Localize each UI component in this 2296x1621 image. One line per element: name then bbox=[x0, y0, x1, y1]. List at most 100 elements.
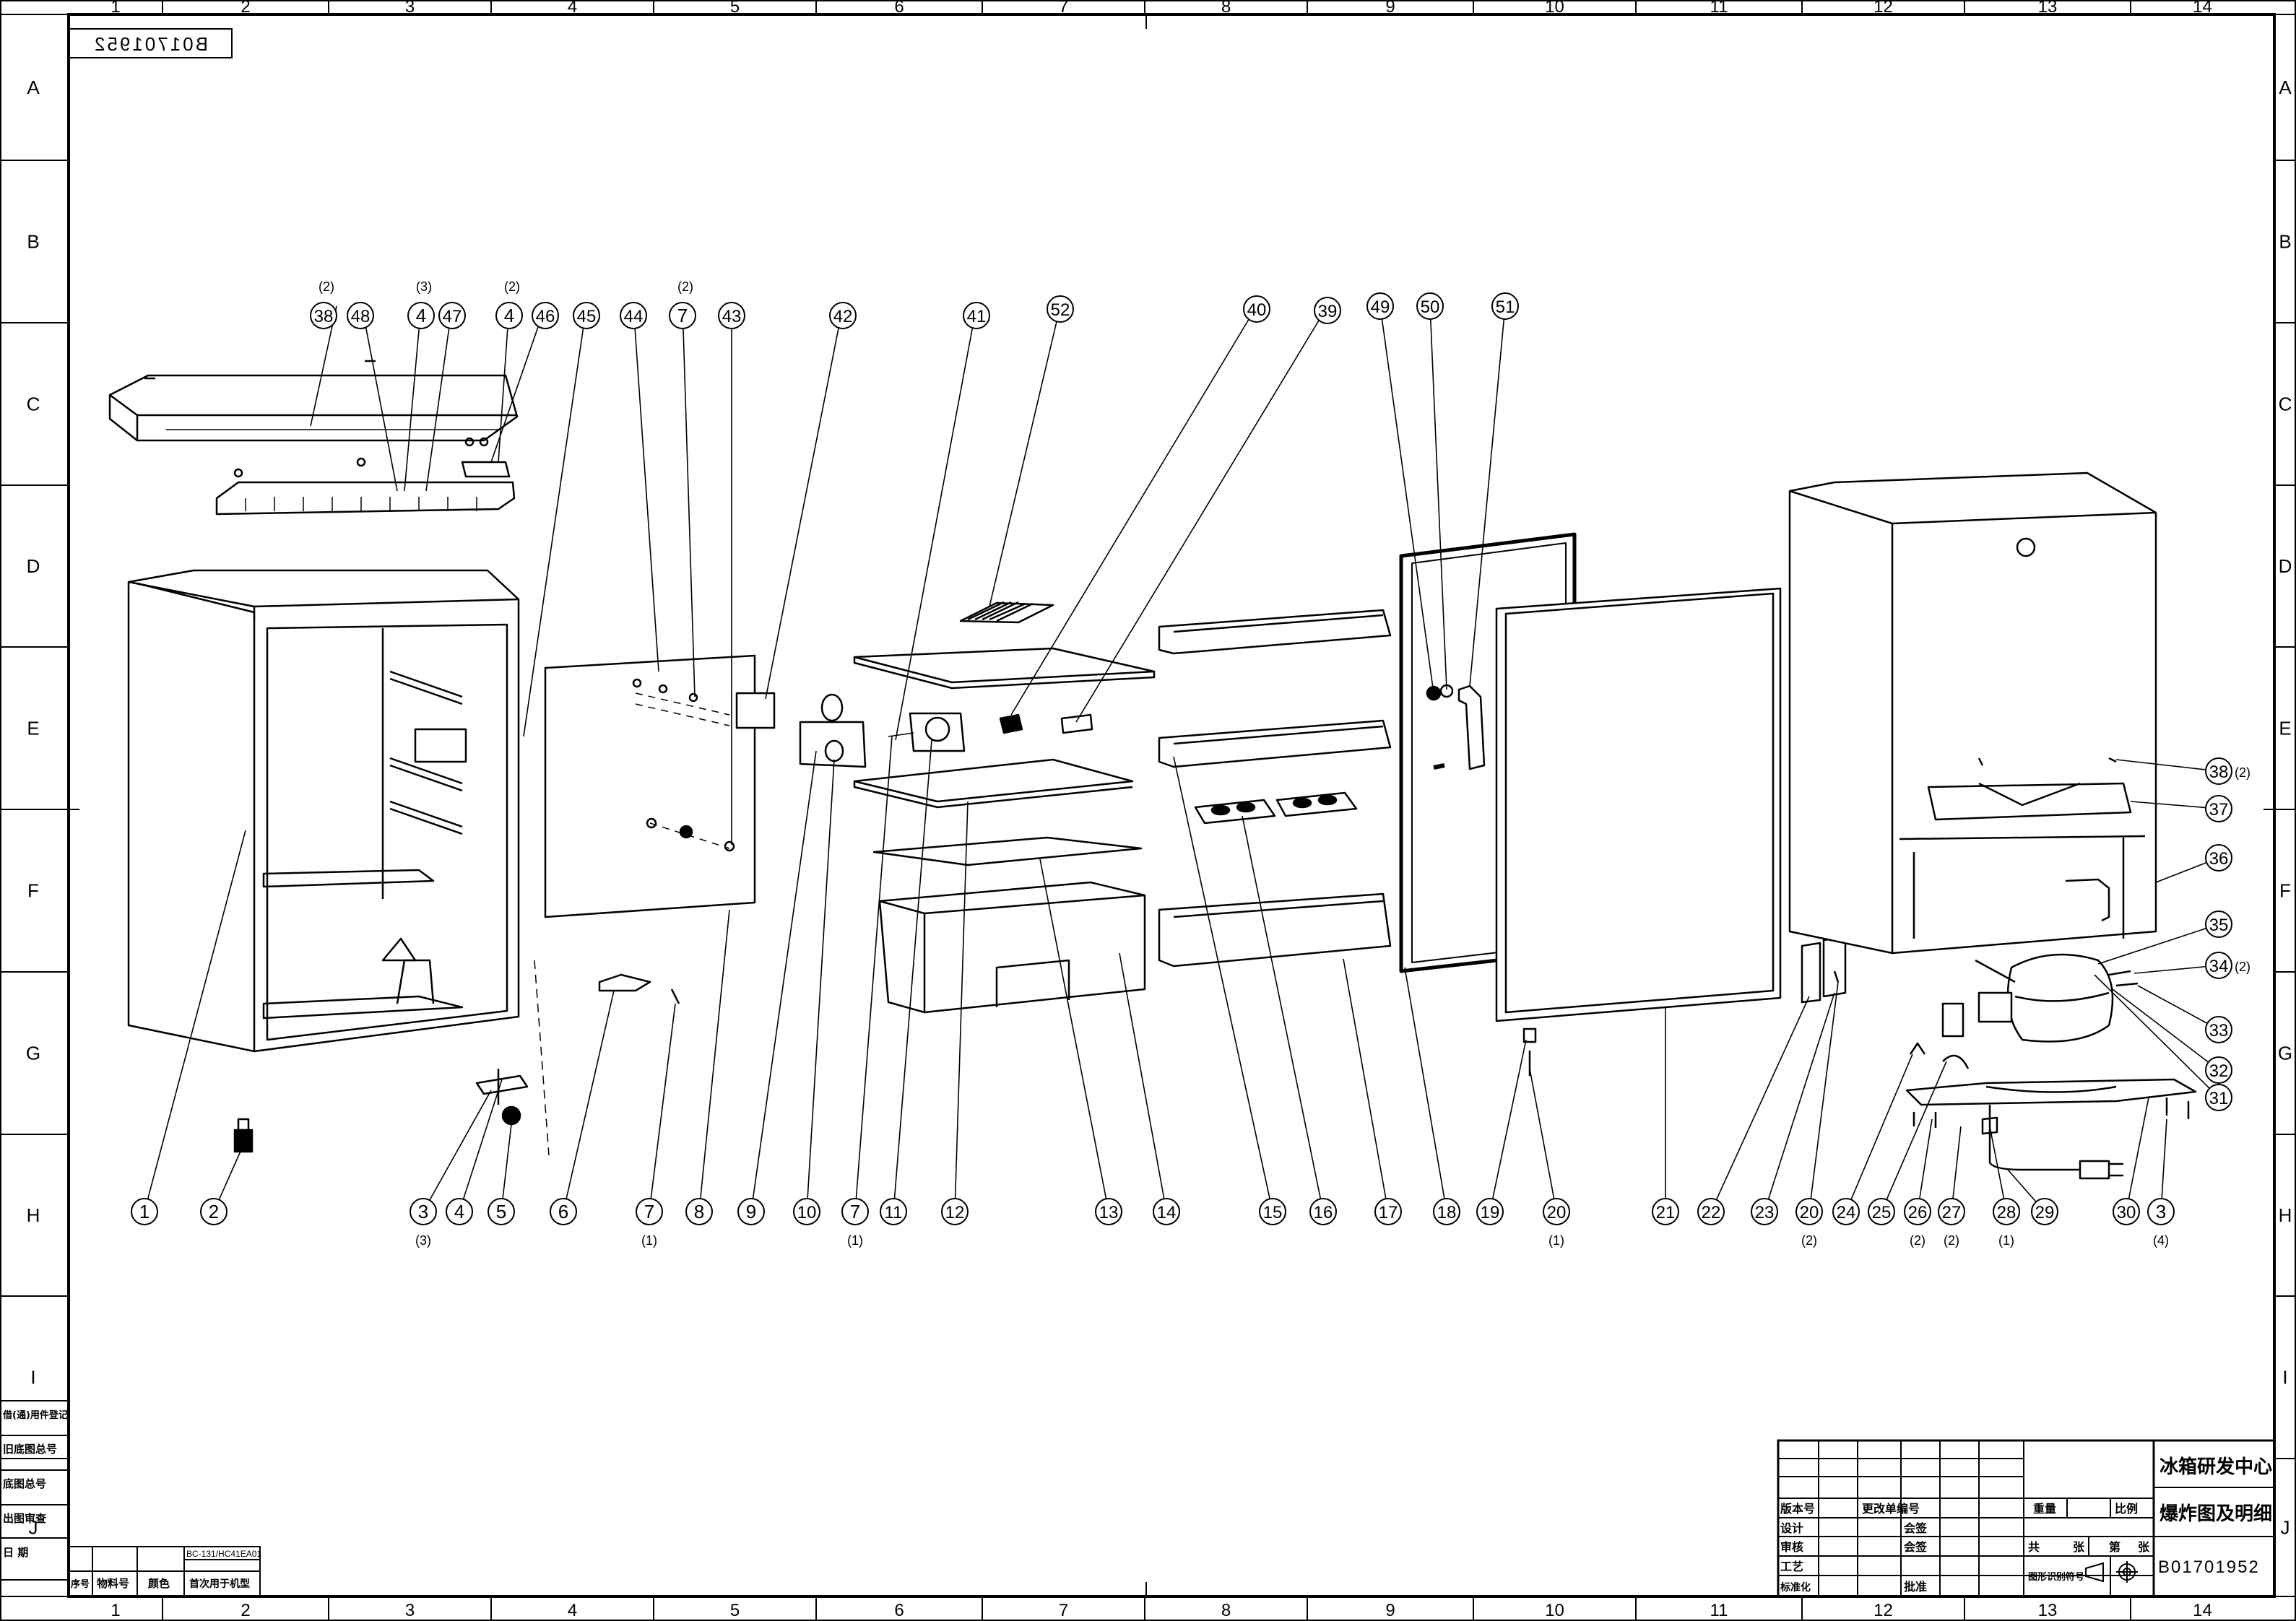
callout-number: 49 bbox=[1371, 297, 1390, 317]
title-block bbox=[1777, 1439, 2276, 1598]
callout-balloon: 20(1) bbox=[1543, 1198, 1570, 1248]
outer-cabinet bbox=[1788, 471, 2157, 955]
callout-balloon: 21 bbox=[1652, 1198, 1679, 1225]
callout-balloon: 13 bbox=[1095, 1198, 1122, 1225]
mirrored-stamp: B01701952 bbox=[68, 28, 233, 58]
upper-hinge-bracket bbox=[1801, 936, 1847, 1004]
callout-number: 38 bbox=[314, 307, 334, 326]
callout-number: 8 bbox=[694, 1201, 704, 1222]
callout-balloon: 3(4) bbox=[2147, 1198, 2175, 1248]
leveling-foot bbox=[233, 1118, 254, 1153]
callout-balloon: 14 bbox=[1153, 1198, 1180, 1225]
callout-number: 43 bbox=[722, 307, 742, 326]
column-label-top: 3 bbox=[405, 0, 415, 17]
crisper-cover bbox=[872, 836, 1143, 866]
glass-shelf-middle bbox=[853, 758, 1134, 809]
column-label-top: 6 bbox=[894, 0, 904, 17]
column-label-bottom: 11 bbox=[1710, 1601, 1728, 1620]
worktop-cover bbox=[108, 374, 519, 442]
title-drawing-name: 爆炸图及明细 bbox=[2159, 1503, 2272, 1525]
column-label-bottom: 5 bbox=[730, 1601, 740, 1620]
register-col-material: 物料号 bbox=[97, 1577, 129, 1590]
callout-balloon: 38(2) bbox=[2205, 757, 2250, 785]
callout-number: 26 bbox=[1908, 1203, 1928, 1222]
callout-number: 40 bbox=[1247, 300, 1267, 320]
column-label-top: 2 bbox=[241, 0, 250, 17]
callout-number: 45 bbox=[577, 307, 597, 326]
column-label-top: 5 bbox=[730, 0, 740, 17]
callout-quantity: (3) bbox=[415, 1233, 431, 1248]
column-label-top: 9 bbox=[1385, 0, 1395, 17]
column-label-top: 8 bbox=[1221, 0, 1231, 17]
callout-balloon: 20(2) bbox=[1795, 1198, 1823, 1248]
callout-balloon: 51 bbox=[1491, 292, 1519, 320]
column-label-top: 11 bbox=[1710, 0, 1728, 17]
callout-number: 29 bbox=[2035, 1203, 2055, 1222]
callout-balloon: 26 (2) bbox=[1904, 1198, 1931, 1248]
callout-number: 21 bbox=[1656, 1203, 1676, 1222]
callout-number: 50 bbox=[1421, 297, 1440, 317]
callout-balloon: 49 bbox=[1366, 292, 1394, 320]
callout-quantity: (2) bbox=[1910, 1233, 1925, 1248]
register-col-seq: 序号 bbox=[71, 1578, 90, 1590]
callout-quantity: (3) bbox=[416, 279, 432, 294]
row-label-right: B bbox=[2279, 231, 2291, 253]
door-balcony-upper bbox=[1158, 609, 1392, 655]
callout-quantity: (1) bbox=[847, 1233, 863, 1248]
callout-balloon: 2 bbox=[200, 1198, 228, 1225]
callout-balloon: 38(2) bbox=[310, 279, 337, 329]
column-label-bottom: 10 bbox=[1545, 1601, 1564, 1620]
row-label-right: J bbox=[2281, 1517, 2290, 1539]
callout-balloon: 32 bbox=[2205, 1056, 2232, 1084]
callout-number: 18 bbox=[1437, 1203, 1457, 1222]
callout-quantity: (2) bbox=[504, 279, 520, 294]
callout-balloon: 9 bbox=[737, 1198, 765, 1225]
row-label-left: C bbox=[27, 394, 40, 415]
callout-number: 3 bbox=[418, 1201, 428, 1222]
callout-balloon: 52 bbox=[1047, 295, 1074, 323]
callout-number: 1 bbox=[139, 1201, 150, 1222]
row-label-left: A bbox=[27, 77, 40, 98]
callout-quantity: (2) bbox=[2235, 765, 2250, 780]
door-balcony-lower bbox=[1158, 892, 1392, 968]
column-label-bottom: 8 bbox=[1221, 1601, 1231, 1620]
callout-balloon: 4(2) bbox=[495, 279, 523, 329]
mirrored-stamp-text: B01701952 bbox=[92, 33, 208, 55]
glass-shelf-upper bbox=[853, 647, 1156, 690]
thermostat-housing bbox=[799, 693, 867, 768]
egg-trays bbox=[1194, 791, 1358, 825]
callout-balloon: 39 bbox=[1314, 297, 1341, 324]
column-label-bottom: 13 bbox=[2038, 1601, 2058, 1620]
callout-balloon: 10 bbox=[793, 1198, 820, 1225]
vent-cover bbox=[959, 601, 1054, 624]
column-label-top: 13 bbox=[2038, 0, 2058, 17]
row-label-right: H bbox=[2279, 1204, 2292, 1226]
callout-number: 20 bbox=[1800, 1203, 1819, 1222]
power-cord bbox=[1981, 1105, 2123, 1180]
callout-balloon: 7(1) bbox=[841, 1198, 869, 1248]
lower-hinge-set bbox=[475, 1069, 529, 1126]
column-label-top: 10 bbox=[1545, 0, 1564, 17]
column-label-top: 12 bbox=[1873, 0, 1893, 17]
callout-balloon: 23 bbox=[1751, 1198, 1778, 1225]
callout-balloon: 30 bbox=[2113, 1198, 2140, 1225]
callout-balloon: 12 bbox=[941, 1198, 969, 1225]
label-change-no: 更改单编号 bbox=[1862, 1502, 1920, 1516]
label-check: 审核 bbox=[1780, 1540, 1803, 1554]
callout-number: 28 bbox=[1997, 1203, 2016, 1222]
row-label-left: F bbox=[27, 880, 39, 902]
lamp-holder bbox=[888, 712, 966, 752]
row-label-right: I bbox=[2282, 1367, 2287, 1389]
callout-balloon: 7(1) bbox=[636, 1198, 663, 1248]
row-label-right: C bbox=[2279, 394, 2292, 415]
callout-balloon: 27(2) bbox=[1938, 1198, 1965, 1248]
callout-number: 46 bbox=[536, 307, 555, 326]
title-block-text: 冰箱研发中心 爆炸图及明细 B01701952 版本号 更改单编号 设计 会签 … bbox=[1780, 1456, 2272, 1594]
callout-number: 33 bbox=[2209, 1021, 2229, 1040]
